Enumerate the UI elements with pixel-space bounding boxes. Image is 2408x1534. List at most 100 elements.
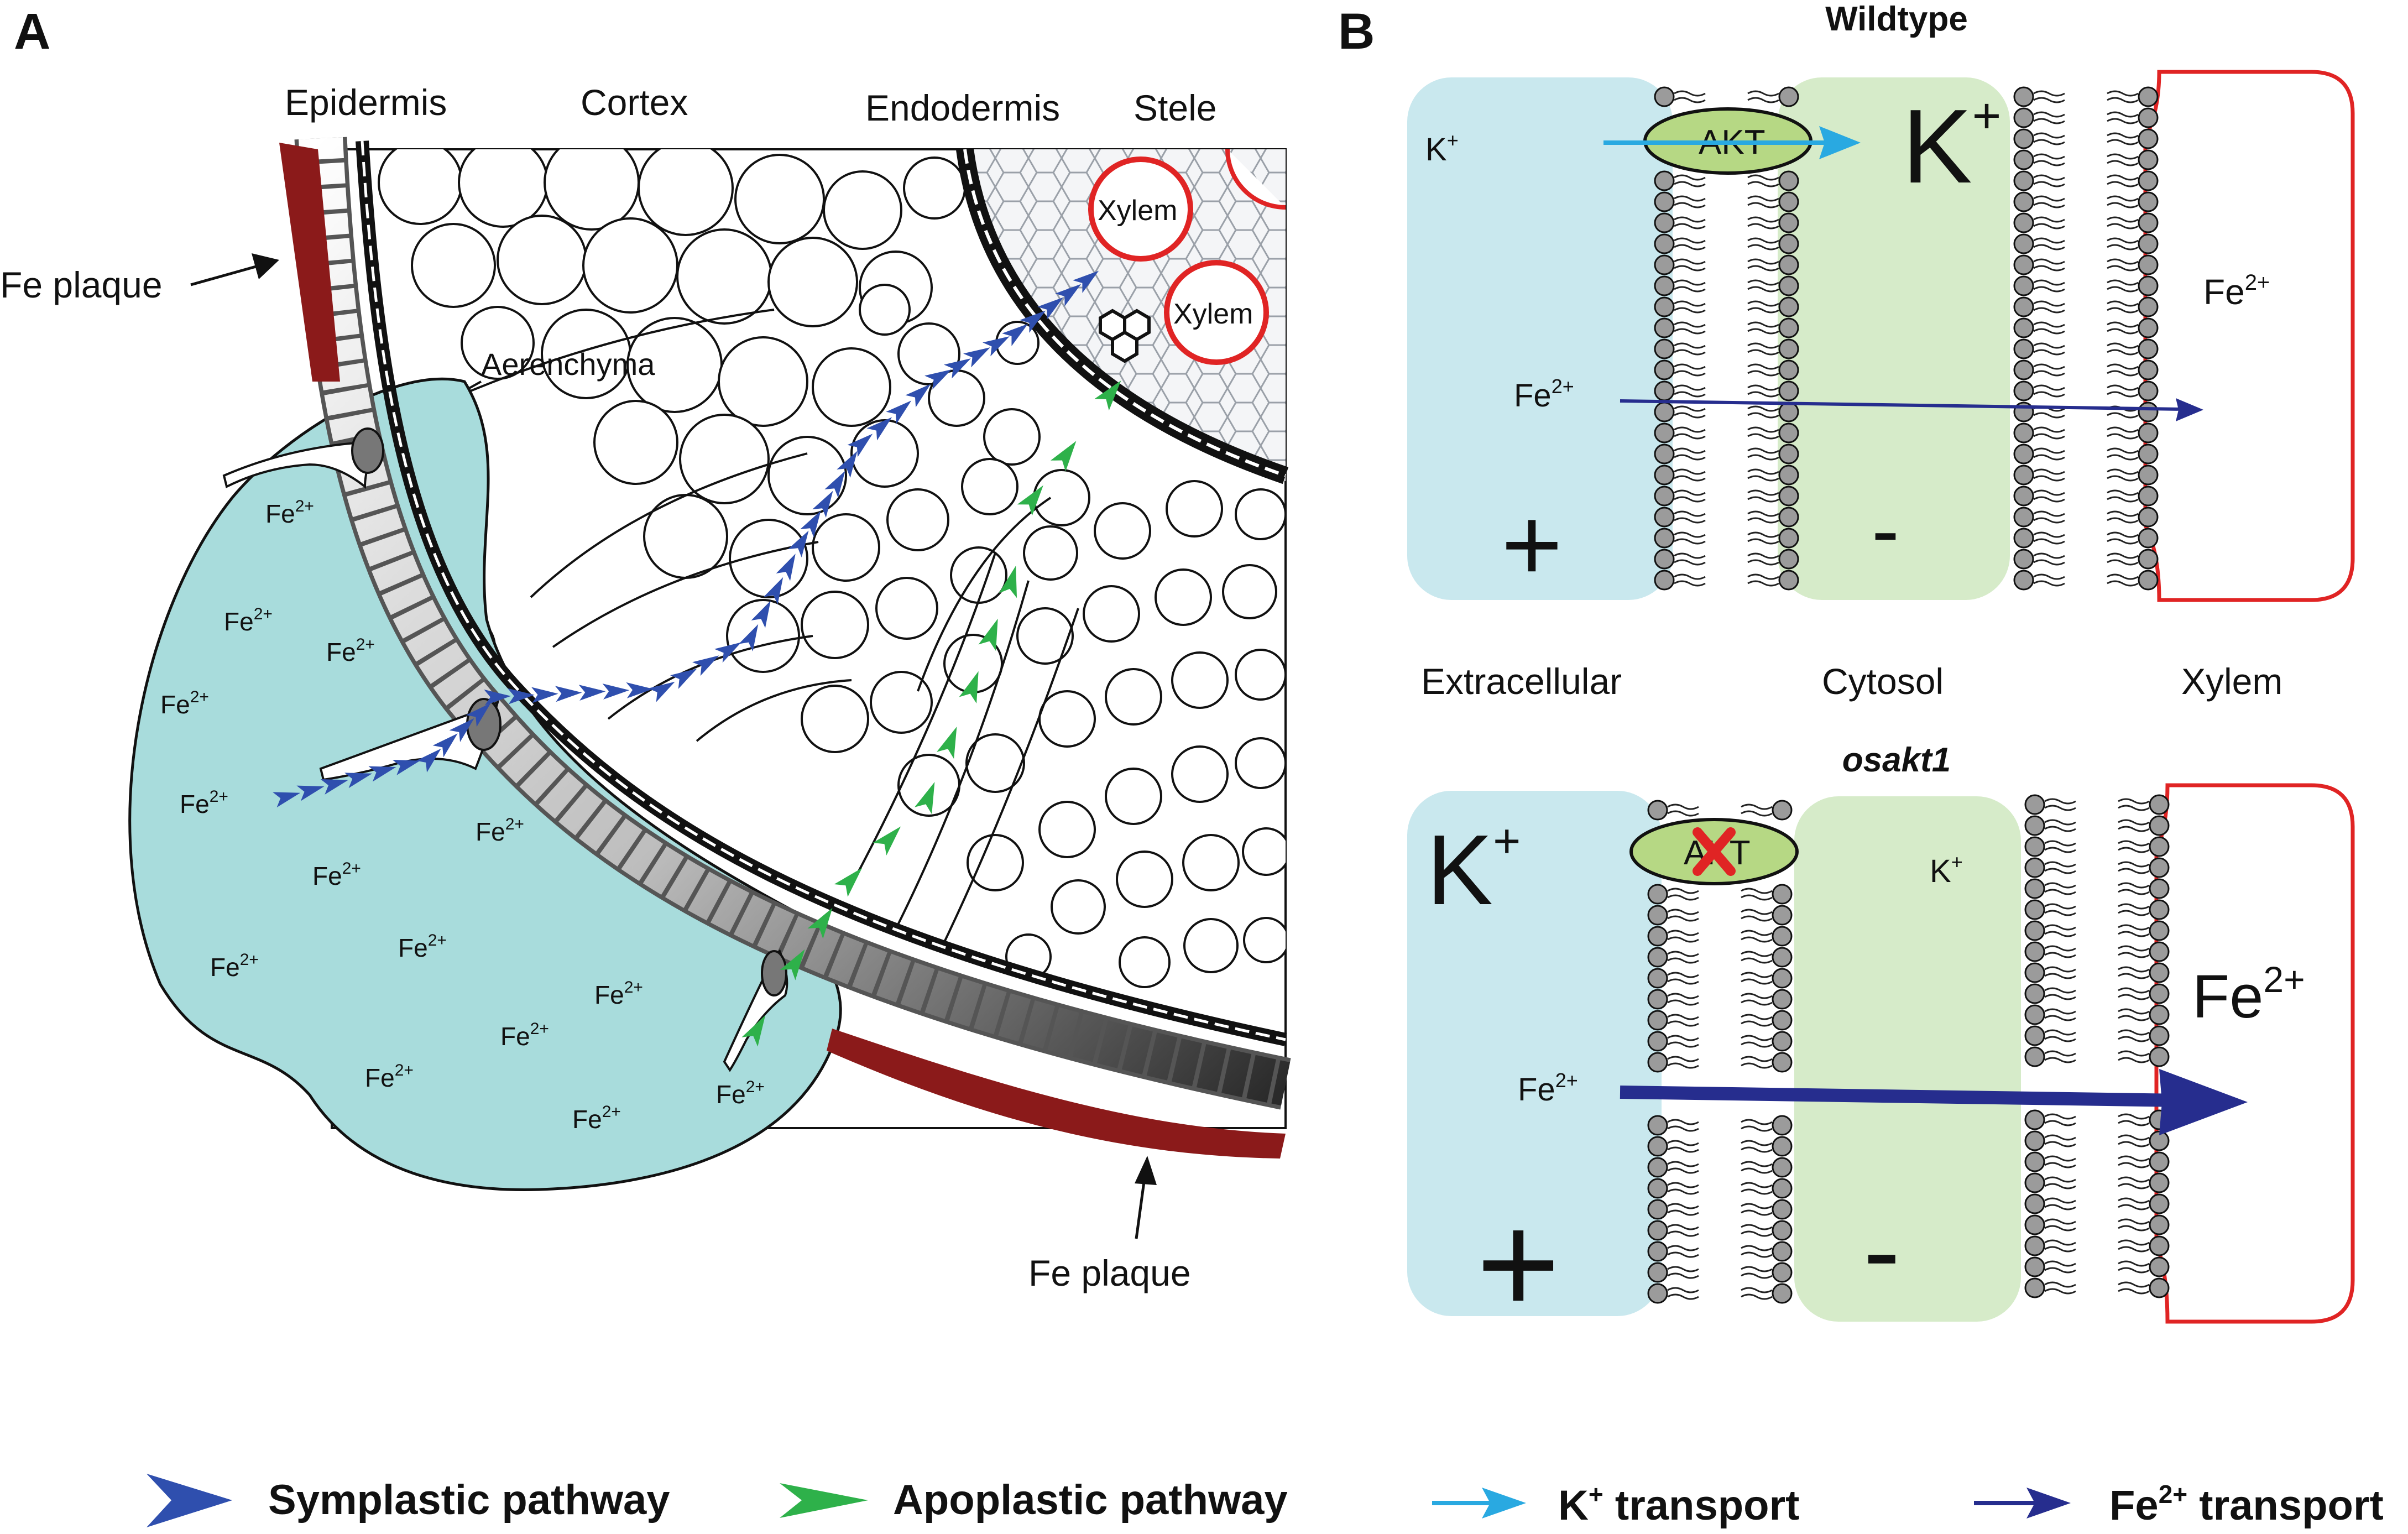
mut-xylem-membrane: [2024, 794, 2170, 1298]
fe-ion-label: Fe2+: [326, 635, 375, 666]
mut-minus-sign: -: [1863, 1189, 1900, 1312]
pathway-arrowhead: [788, 530, 809, 557]
label-extracellular: Extracellular: [1421, 661, 1622, 702]
pathway-arrowhead: [800, 510, 821, 538]
mut-fe-extracellular: Fe2+: [1518, 1069, 1578, 1108]
pathway-arrowhead: [531, 687, 558, 703]
wt-minus-sign: -: [1872, 483, 1899, 576]
legend-item-symplastic: Symplastic pathway: [147, 1474, 670, 1527]
wt-k-cytosol: K+: [1902, 88, 2001, 205]
pathway-arrowhead: [807, 907, 833, 939]
pathway-arrowhead: [449, 718, 474, 742]
symplastic-arrowhead-icon: [147, 1474, 232, 1527]
pathway-arrowhead: [924, 369, 952, 390]
panel-a: A Epidermis Cortex Endodermis Stele Aere…: [0, 3, 1291, 1293]
legend-item-apoplastic: Apoplastic pathway: [780, 1476, 1288, 1523]
legend-label-apoplastic: Apoplastic pathway: [893, 1476, 1288, 1523]
fe-plaque-arrow-top: [190, 264, 260, 286]
pathway-arrowhead: [937, 727, 957, 759]
label-cytosol: Cytosol: [1822, 661, 1944, 702]
pathway-arrowhead: [824, 471, 845, 498]
pathway-arrowhead: [555, 686, 582, 702]
apoplastic-arrowhead-icon: [780, 1483, 868, 1518]
pathway-arrowhead: [959, 671, 979, 704]
xylem-label-1: Xylem: [1098, 195, 1177, 227]
pathway-arrowhead: [983, 336, 1010, 357]
exodermis-dashed-line: [361, 140, 1286, 1041]
endodermis-dashed-line: [963, 149, 1286, 477]
wt-fe-transport-arrow: [1620, 399, 2185, 411]
pathway-arrowhead: [484, 689, 511, 706]
panel-b: B Wildtype AKT K+ K+ Fe2+ Fe2+ + - Extra…: [1338, 0, 2355, 1344]
pathway-arrowhead: [692, 655, 719, 676]
pathway-arrowhead: [508, 688, 535, 705]
mutant-title: osakt1: [1842, 741, 1951, 779]
fe-plaque-arrowhead-top: [252, 253, 279, 279]
fe-transport-arrowhead-icon: [2026, 1488, 2071, 1519]
panel-a-letter: A: [14, 3, 50, 60]
mut-fe-transport-arrowhead: [2159, 1069, 2248, 1135]
epidermis-cells: [299, 137, 1291, 1106]
label-cortex: Cortex: [581, 82, 688, 123]
wt-fe-extracellular: Fe2+: [1514, 375, 1574, 414]
pathway-arrowhead: [834, 868, 863, 897]
fe-plaque-label-top: Fe plaque: [0, 264, 163, 305]
pathway-arrowhead: [320, 779, 348, 795]
fe-ion-label: Fe2+: [716, 1078, 765, 1109]
wt-xylem-compartment: [2143, 70, 2355, 602]
fe-plaque-label-bottom: Fe plaque: [1028, 1253, 1191, 1293]
pathway-arrowhead: [944, 358, 971, 379]
pathway-arrowhead: [847, 434, 873, 457]
k-transport-arrowhead-icon: [1482, 1488, 1526, 1519]
fe-ion-label: Fe2+: [572, 1103, 621, 1134]
mut-fe-transport-arrow: [1620, 1086, 2185, 1107]
legend-label-k-transport: K+ transport: [1558, 1480, 1799, 1529]
pathway-arrowhead: [416, 748, 441, 773]
pathway-arrowhead: [648, 681, 675, 702]
xylem-vessel-1: [1088, 156, 1193, 262]
pathway-arrowhead: [1055, 284, 1082, 306]
legend-item-fe-transport: Fe2+ transport: [1974, 1480, 2384, 1529]
pathway-arrowhead: [776, 554, 796, 581]
mut-cytosol-region: [1794, 796, 2021, 1322]
wt-cytosol-region: [1778, 77, 2010, 600]
fe-plaque-arrowhead-bottom: [1135, 1156, 1157, 1185]
legend-label-symplastic: Symplastic pathway: [268, 1476, 670, 1523]
fe-ion-labels: Fe2+Fe2+Fe2+Fe2+Fe2+Fe2+Fe2+Fe2+Fe2+Fe2+…: [160, 497, 765, 1134]
pathway-arrowhead: [751, 601, 771, 628]
pathway-arrowhead: [741, 1015, 766, 1047]
wt-xylem-membrane: [2013, 86, 2159, 591]
pathway-arrowhead: [392, 760, 420, 775]
apoplastic-pathway-arrows: [741, 380, 1121, 1047]
pathway-arrowhead: [273, 792, 301, 808]
wt-fe-xylem: Fe2+: [2203, 270, 2270, 312]
wt-plasma-membrane: [1654, 86, 1799, 591]
cortex-cells: [353, 149, 1286, 988]
pathway-arrowhead: [1037, 297, 1064, 320]
pathway-arrowhead: [812, 491, 833, 518]
mutant-diagram: osakt1 AKT K+ K+ Fe2+ Fe2+ + -: [1407, 741, 2355, 1344]
pathway-arrowhead: [999, 565, 1017, 598]
mut-plus-sign: +: [1476, 1184, 1560, 1344]
pathway-arrowhead: [1050, 441, 1077, 472]
label-endodermis: Endodermis: [865, 87, 1060, 128]
pathway-arrowhead: [368, 766, 396, 782]
fe-plaque-arrow-bottom: [1135, 1177, 1146, 1239]
pathway-arrowhead: [432, 733, 458, 758]
legend-label-fe-transport: Fe2+ transport: [2109, 1480, 2384, 1529]
wt-plus-sign: +: [1501, 486, 1563, 603]
legend: Symplastic pathway Apoplastic pathway K+…: [147, 1474, 2384, 1529]
wt-k-extracellular: K+: [1425, 129, 1459, 168]
pathway-arrowhead: [602, 683, 630, 700]
fe-ion-label: Fe2+: [160, 688, 209, 719]
rhizosphere-iron-zone: [128, 377, 842, 1191]
pathway-arrowhead: [837, 451, 858, 478]
fe-ion-label: Fe2+: [210, 951, 259, 982]
pathway-arrowhead: [670, 669, 697, 689]
pathway-arrowhead: [296, 785, 325, 801]
pathway-arrowhead: [905, 384, 931, 408]
wt-k-transport-arrowhead: [1819, 126, 1861, 159]
pathway-arrowhead: [739, 624, 759, 651]
pathway-arrowhead: [764, 577, 783, 604]
